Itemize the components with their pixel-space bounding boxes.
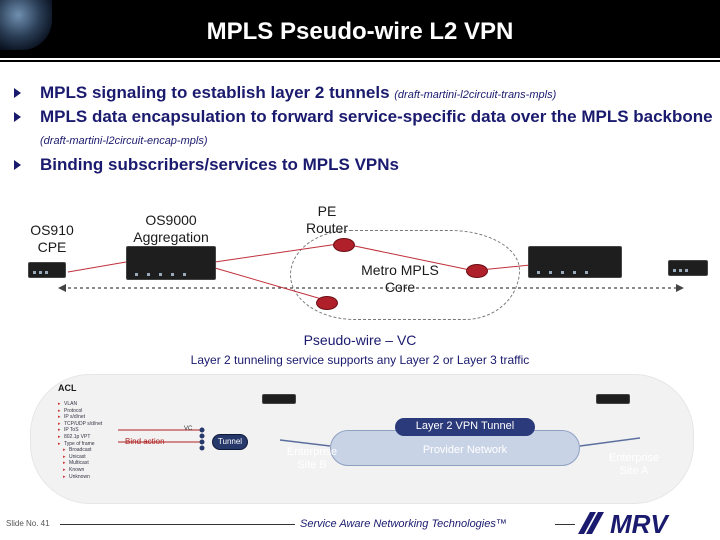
footer-divider-right	[555, 524, 575, 525]
bullet-item: MPLS data encapsulation to forward servi…	[14, 106, 714, 152]
pseudowire-arrow-right	[676, 284, 684, 292]
title-bar: MPLS Pseudo-wire L2 VPN	[0, 0, 720, 62]
footer-tagline: Service Aware Networking Technologies™	[300, 518, 507, 530]
mrv-logo-icon: MRV	[578, 510, 670, 536]
edge-router-icon	[316, 296, 338, 310]
slide-title: MPLS Pseudo-wire L2 VPN	[206, 18, 514, 45]
cpe-label: OS910 CPE	[22, 222, 82, 256]
bullet-text: MPLS signaling to establish layer 2 tunn…	[40, 83, 390, 102]
acl-item: TCP/UDP s/d/net	[58, 421, 118, 428]
acl-subitem: Multicast	[58, 460, 118, 467]
site-a-label-line1: Enterprise	[608, 452, 660, 464]
core-router-icon	[466, 264, 488, 278]
bullet-text: Binding subscribers/services to MPLS VPN…	[40, 155, 400, 174]
site-b-label: Enterprise Site B	[272, 446, 352, 472]
site-a-label: Enterprise Site A	[594, 452, 674, 478]
bind-action-label: Bind action	[125, 437, 165, 446]
footer-divider-left	[60, 524, 295, 525]
bullet-reference: (draft-martini-l2circuit-encap-mpls)	[40, 135, 208, 147]
logo-text: MRV	[610, 510, 670, 536]
l2-vpn-tunnel-label: Layer 2 VPN Tunnel	[415, 420, 515, 432]
slide-number: Slide No. 41	[6, 519, 50, 528]
pe-router-label-line1: PE	[317, 203, 337, 219]
vc-label: VC	[184, 426, 193, 432]
acl-subitem: Known	[58, 467, 118, 474]
cpe-label-line1: OS910	[30, 222, 74, 238]
acl-title: ACL	[58, 383, 77, 393]
vc-dot	[199, 445, 205, 451]
bullet-list: MPLS signaling to establish layer 2 tunn…	[14, 82, 714, 176]
bullet-arrow-icon	[14, 160, 21, 170]
acl-item: Protocol	[58, 408, 118, 415]
pseudowire-subtitle: Layer 2 tunneling service supports any L…	[190, 353, 530, 367]
link-cpe-agg	[67, 261, 127, 273]
cloud-label-line1: Metro MPLS	[361, 262, 439, 278]
tunnel-box	[212, 434, 248, 450]
site-b-switch-icon	[262, 394, 296, 404]
bullet-reference: (draft-martini-l2circuit-trans-mpls)	[394, 89, 557, 101]
pseudowire-arrow-left	[58, 284, 66, 292]
site-link-right	[579, 437, 641, 447]
acl-subitem: Unknown	[58, 474, 118, 481]
pe-router-label: PE Router	[292, 203, 362, 237]
l2-vpn-tunnel-bar	[395, 418, 535, 436]
tunnel-label: Tunnel	[217, 437, 243, 446]
cloud-label-line2: Core	[384, 279, 416, 295]
vc-dot	[199, 439, 205, 445]
site-b-label-line2: Site B	[297, 459, 327, 471]
acl-item: IP ToS	[58, 427, 118, 434]
site-a-label-line2: Site A	[619, 465, 649, 477]
acl-list: VLAN Protocol IP s/d/net TCP/UDP s/d/net…	[58, 401, 118, 480]
aggregation-label-line2: Aggregation	[133, 229, 209, 245]
pe-router-label-line2: Router	[305, 220, 349, 236]
cpe-device-icon	[28, 262, 66, 278]
link-pe-core	[344, 243, 471, 271]
acl-item: IP s/d/net	[58, 414, 118, 421]
bullet-arrow-icon	[14, 88, 21, 98]
pe-router-icon	[333, 238, 355, 252]
aggregation-label: OS9000 Aggregation	[112, 212, 230, 246]
remote-switch-icon	[528, 246, 622, 278]
link-agg-pe	[214, 243, 339, 263]
vc-dot	[199, 433, 205, 439]
vc-dot	[199, 427, 205, 433]
link-agg-router3	[214, 267, 326, 301]
acl-item: VLAN	[58, 401, 118, 408]
pseudowire-label: Pseudo-wire – VC	[303, 332, 417, 348]
remote-cpe-device-icon	[668, 260, 708, 276]
bullet-item: Binding subscribers/services to MPLS VPN…	[14, 154, 714, 176]
site-a-switch-icon	[596, 394, 630, 404]
acl-box: ACL VLAN Protocol IP s/d/net TCP/UDP s/d…	[58, 383, 118, 491]
bullet-arrow-icon	[14, 112, 21, 122]
bullet-item: MPLS signaling to establish layer 2 tunn…	[14, 82, 714, 106]
cloud-label: Metro MPLS Core	[330, 262, 470, 296]
acl-subitem: Broadcast	[58, 447, 118, 454]
cpe-label-line2: CPE	[37, 239, 67, 255]
acl-subitem: Unicast	[58, 454, 118, 461]
site-b-label-line1: Enterprise	[286, 446, 338, 458]
bullet-text: MPLS data encapsulation to forward servi…	[40, 107, 713, 126]
title-divider	[0, 58, 720, 60]
provider-network-tube	[330, 430, 580, 466]
aggregation-switch-icon	[126, 246, 216, 280]
site-link-left	[279, 439, 331, 447]
provider-network-label: Provider Network	[422, 444, 508, 456]
aggregation-label-line1: OS9000	[145, 212, 197, 228]
acl-item: 802.1p VPT	[58, 434, 118, 441]
acl-item: Type of frame	[58, 441, 118, 448]
